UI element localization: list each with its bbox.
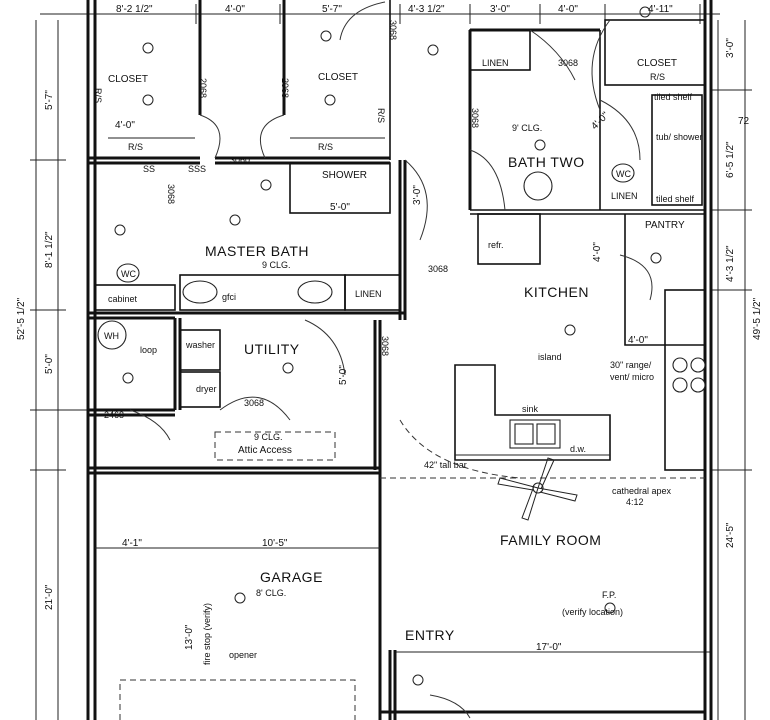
bath-two-ceiling: 9' CLG. (512, 123, 542, 133)
opener-label: opener (229, 650, 257, 660)
room-closet-1: CLOSET (108, 74, 148, 85)
master-bath-ceiling: 9 CLG. (262, 260, 291, 270)
dim-top-3: 5'-7" (322, 4, 342, 15)
dim-left-2: 8'-1 1/2" (44, 231, 55, 268)
door-2068-b: 2068 (280, 78, 290, 98)
rs-label-5: R/S (376, 108, 386, 123)
room-closet-2: CLOSET (318, 72, 358, 83)
dim-top-1: 8'-2 1/2" (116, 4, 153, 15)
garage-ceiling: 8' CLG. (256, 588, 286, 598)
attic-access-label: Attic Access (238, 445, 292, 456)
linen-label-2: LINEN (355, 289, 382, 299)
dim-closet-w2: 4'-0" (589, 110, 611, 132)
room-master-bath: MASTER BATH (205, 243, 309, 259)
dim-entry-w: 17'-0" (536, 642, 562, 653)
room-family: FAMILY ROOM (500, 532, 601, 548)
room-kitchen: KITCHEN (524, 284, 589, 300)
room-pantry: PANTRY (645, 220, 685, 231)
dim-right-4: 24'-5" (725, 522, 736, 548)
tub-shower-label: tub/ shower (656, 132, 703, 142)
dim-shower-d: 3'-0" (412, 185, 423, 205)
fixtures (97, 163, 706, 521)
room-shower: SHOWER (322, 170, 367, 181)
vent-label: vent/ micro (610, 372, 654, 382)
dim-pantry-w: 4'-0" (628, 335, 648, 346)
dim-utility-w: 5'-0" (338, 365, 349, 385)
cabinet-label: cabinet (108, 294, 138, 304)
room-closet-3: CLOSET (637, 58, 677, 69)
door-3060: 3060 (230, 155, 250, 165)
tiled-shelf-label-1: tiled shelf (654, 92, 693, 102)
light-fixtures (114, 6, 662, 686)
rs-label-1: R/S (128, 142, 143, 152)
pitch-label: 4:12 (626, 497, 644, 507)
door-3068-f: 3068 (380, 336, 390, 356)
door-3068-c: 3068 (470, 108, 480, 128)
switch-ss: SS (143, 164, 155, 174)
dim-top-5: 3'-0" (490, 4, 510, 15)
rs-label-4: R/S (93, 88, 103, 103)
refr-label: refr. (488, 240, 504, 250)
dim-top-4: 4'-3 1/2" (408, 4, 445, 15)
linen-label-3: LINEN (611, 191, 638, 201)
door-3068-d: 3068 (166, 184, 176, 204)
dim-right-3: 4'-3 1/2" (725, 245, 736, 282)
tiled-shelf-label-2: tiled shelf (656, 194, 695, 204)
walls (86, 0, 713, 720)
dim-overall-left: 52'-5 1/2" (16, 297, 27, 340)
door-3068-a: 3068 (388, 20, 398, 40)
fire-stop-label: fire stop (verify) (202, 603, 212, 665)
dim-garage-h: 13'-0" (184, 624, 195, 650)
fp-label: F.P. (602, 590, 616, 600)
fp-verify-label: (verify location) (562, 607, 623, 617)
cathedral-label: cathedral apex (612, 486, 672, 496)
dim-overall-right: 49'-5 1/2" (752, 297, 763, 340)
rs-label-2: R/S (318, 142, 333, 152)
linen-label-1: LINEN (482, 58, 509, 68)
loop-label: loop (140, 345, 157, 355)
dim-garage-1: 4'-1" (122, 538, 142, 549)
dim-right-1: 3'-0" (725, 38, 736, 58)
dim-left-1: 5'-7" (44, 90, 55, 110)
door-3068-g: 3068 (244, 398, 264, 408)
sink-label: sink (522, 404, 539, 414)
wc-label-1: WC (121, 269, 136, 279)
dim-left-4: 21'-0" (44, 584, 55, 610)
door-2468: 2468 (104, 410, 124, 420)
room-entry: ENTRY (405, 627, 455, 643)
rs-label-3: R/S (650, 72, 665, 82)
door-2068-a: 2068 (198, 78, 208, 98)
dim-right-2: 6'-5 1/2" (725, 141, 736, 178)
door-3068-e: 3068 (428, 264, 448, 274)
dim-garage-2: 10'-5" (262, 538, 288, 549)
tall-bar-label: 42" tall bar (424, 460, 467, 470)
room-utility: UTILITY (244, 341, 300, 357)
margin-note: 72 (738, 116, 750, 127)
room-garage: GARAGE (260, 569, 323, 585)
gfci-label: gfci (222, 292, 236, 302)
dim-left-3: 5'-0" (44, 354, 55, 374)
wc-label-2: WC (616, 169, 631, 179)
dim-top-7: 4'-11" (648, 4, 673, 15)
door-3068-b: 3068 (558, 58, 578, 68)
door-swings (129, 1, 653, 719)
dim-pantry-h: 4'-0" (592, 242, 603, 262)
switch-sss: SSS (188, 164, 206, 174)
dim-shower-w: 5'-0" (330, 202, 350, 213)
attic-ceiling-label: 9 CLG. (254, 432, 283, 442)
room-bath-two: BATH TWO (508, 154, 585, 170)
washer-label: washer (185, 340, 215, 350)
dw-label: d.w. (570, 444, 586, 454)
dim-top-2: 4'-0" (225, 4, 245, 15)
range-label: 30" range/ (610, 360, 652, 370)
dim-closet-w1: 4'-0" (115, 120, 135, 131)
dim-top-6: 4'-0" (558, 4, 578, 15)
island-label: island (538, 352, 562, 362)
wh-label: WH (104, 331, 119, 341)
dryer-label: dryer (196, 384, 217, 394)
